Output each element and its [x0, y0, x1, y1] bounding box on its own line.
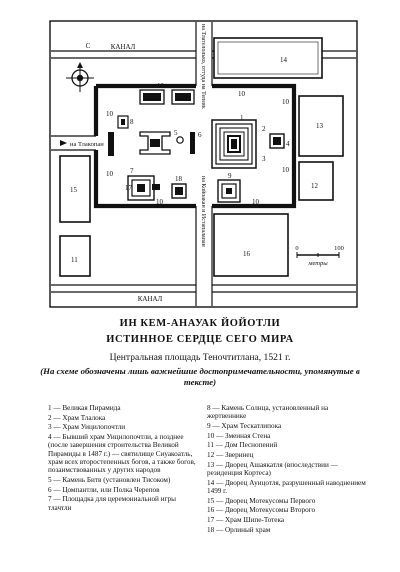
serpent-wall [93, 83, 297, 209]
tezcatlipoca-temple [217, 179, 241, 203]
legend-item: 11 — Дом Песнопений [207, 441, 278, 450]
legend-item: 5 — Камень Битв (установлен Тисоком) [48, 475, 171, 484]
legend-item: 15 — Дворец Мотекусомы Первого [207, 496, 316, 505]
label-14: 14 [280, 56, 288, 64]
palace-axayacatl [298, 95, 344, 157]
palace-moctezuma-1 [59, 155, 91, 223]
sun-stone [117, 115, 129, 129]
caption-place: Центральная площадь Теночтитлана, 1521 г… [109, 352, 291, 363]
label-6: 6 [198, 131, 202, 139]
canal-top-label: КАНАЛ [111, 43, 136, 51]
label-4: 4 [286, 140, 290, 148]
house-of-song [59, 235, 91, 277]
caption-note: (На схеме обозначены лишь важнейшие дост… [40, 366, 360, 387]
canal-bottom-label: КАНАЛ [138, 295, 163, 303]
old-huitzilopochtli-temple [269, 133, 285, 149]
label-18: 18 [175, 175, 183, 183]
label-10d: 10 [282, 166, 290, 174]
legend-left-column: 1 — Великая Пирамида 2 — Храм Тлалока 3 … [48, 404, 198, 513]
legend-item: 8 — Камень Солнца, установленный на жерт… [207, 404, 329, 421]
compass-north-letter: С [86, 42, 91, 50]
label-1: 1 [240, 114, 244, 122]
label-8: 8 [130, 118, 134, 126]
xipe-totec-temple [127, 175, 160, 201]
west-causeway: на Тлакопан [51, 135, 104, 151]
legend-item: 17 — Храм Шипе-Тотека [207, 516, 285, 525]
scale-bar: 0 100 метры [295, 245, 344, 267]
legend-item: 6 — Цомпантли, или Полка Черепов [48, 485, 160, 494]
road-north-label: на Тлателолько, оттуда на Тепеяк [200, 24, 206, 109]
label-10b: 10 [238, 90, 246, 98]
label-7: 7 [130, 167, 134, 175]
canal-bottom: КАНАЛ [51, 284, 356, 303]
label-15: 15 [70, 186, 78, 194]
label-2: 2 [262, 125, 266, 133]
legend-item: 7 — Площадка для церемониальной игры тла… [48, 495, 176, 512]
label-10f: 10 [252, 198, 260, 206]
scale-unit: метры [307, 260, 328, 267]
platform-bar [190, 132, 195, 154]
legend-item: 4 — Бывший храм Уицилопочтли, а позднее … [48, 433, 196, 475]
ballcourt [139, 131, 171, 155]
legend-item: 18 — Орлиный храм [207, 525, 271, 534]
arrow-west-icon [60, 140, 67, 146]
legend-item: 10 — Змеиная Стена [207, 431, 271, 440]
legend-item: 12 — Зверинец [207, 451, 254, 460]
label-13: 13 [316, 122, 324, 130]
compass-rose-icon: С [66, 42, 94, 92]
battle-stone [176, 136, 184, 144]
legend-item: 13 — Дворец Ашаякатля (впоследствии — ре… [207, 460, 338, 478]
label-17: 17 [125, 184, 133, 192]
legend-item: 9 — Храм Тескатлипока [207, 421, 282, 430]
label-3: 3 [262, 155, 266, 163]
building-labels: 1 2 3 4 5 6 7 8 9 10 10 10 10 10 10 10 1… [70, 56, 324, 264]
north-south-causeway: на Тлателолько, оттуда на Тепеяк на Койо… [195, 22, 213, 306]
plaza-plan-diagram: КАНАЛ КАНАЛ на Тлателолько, оттуда на Те… [49, 20, 358, 308]
palace-axayacatl-ruins [213, 37, 323, 79]
label-5: 5 [174, 129, 178, 137]
legend-item: 2 — Храм Тлалока [48, 413, 106, 422]
label-16: 16 [243, 250, 251, 258]
platform-bar [108, 132, 114, 156]
label-12: 12 [311, 182, 319, 190]
label-9: 9 [228, 172, 232, 180]
legend-item: 3 — Храм Уицилопочтли [48, 423, 126, 432]
scale-max: 100 [334, 245, 344, 252]
legend-right-column: 8 — Камень Солнца, установленный на жерт… [207, 404, 367, 535]
label-10h: 10 [106, 170, 114, 178]
road-south-label: на Койоакан и Истапалапан [200, 176, 207, 248]
legend-item: 1 — Великая Пирамида [48, 404, 121, 412]
caption-subtitle: ИСТИННОЕ СЕРДЦЕ СЕГО МИРА [106, 334, 294, 345]
label-10g: 10 [106, 110, 114, 118]
palace-moctezuma-2 [213, 213, 289, 277]
great-pyramid [211, 119, 257, 169]
legend-item: 14 — Дворец Ауицотля, разрушенный наводн… [207, 478, 366, 496]
caption-title: ИН КЕМ-АНАУАК ЙОЙОТЛИ [119, 318, 281, 329]
label-10a: 10 [157, 82, 165, 90]
road-west-label: на Тлакопан [70, 141, 104, 148]
zoo [298, 161, 334, 201]
eagle-temple [171, 183, 187, 199]
label-10e: 10 [156, 198, 164, 206]
label-11: 11 [71, 256, 78, 264]
label-10c: 10 [282, 98, 290, 106]
legend-item: 16 — Дворец Мотекусомы Второго [207, 506, 316, 515]
scale-zero: 0 [295, 245, 298, 252]
skull-rack [139, 89, 195, 105]
